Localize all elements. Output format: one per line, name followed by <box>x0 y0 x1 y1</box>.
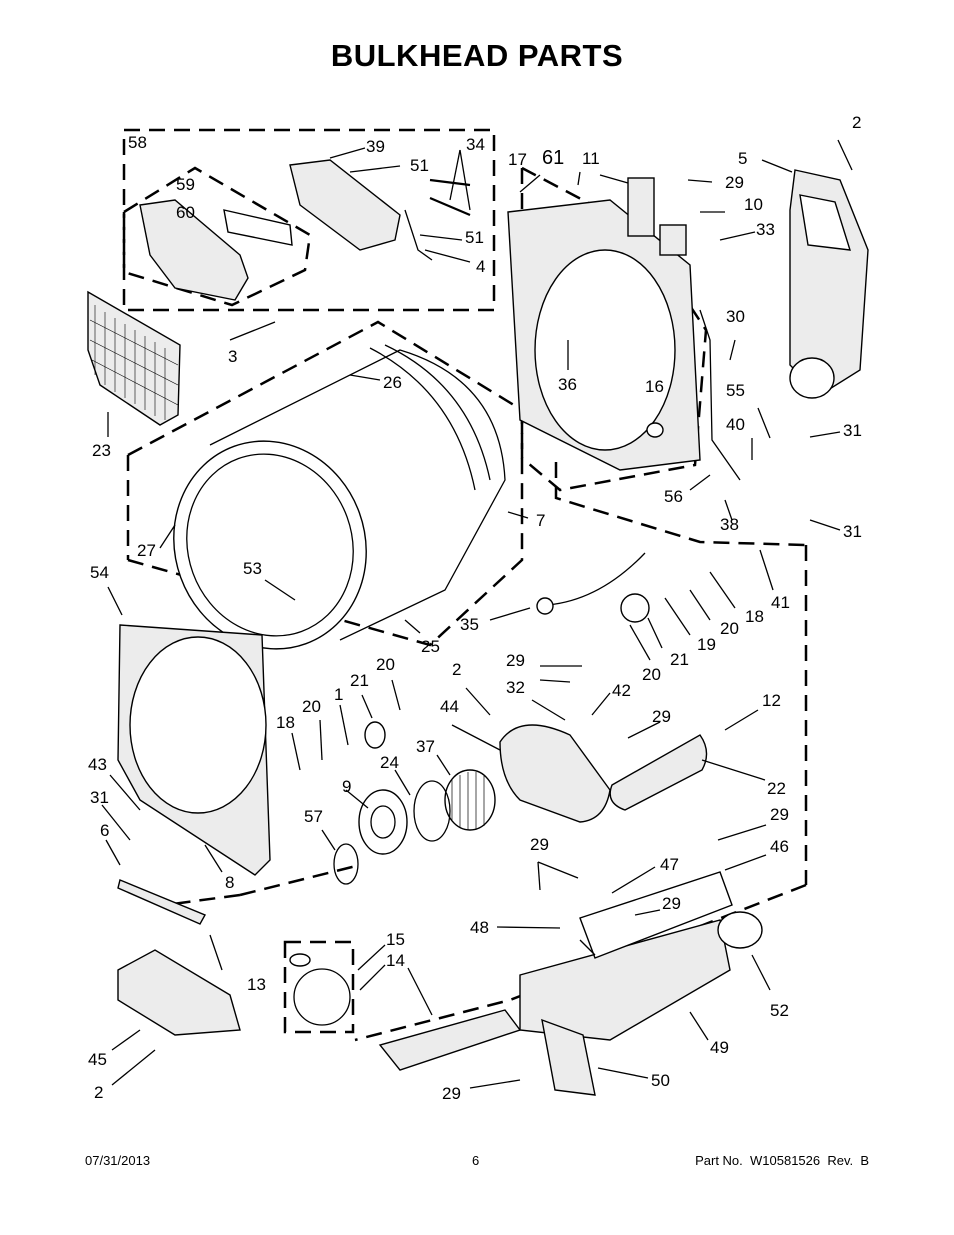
page-title: BULKHEAD PARTS <box>330 38 624 73</box>
callout-2: 2 <box>94 1083 103 1102</box>
callout-37: 37 <box>416 737 435 756</box>
callout-48: 48 <box>470 918 489 937</box>
callout-29: 29 <box>442 1084 461 1103</box>
callout-19: 19 <box>697 635 716 654</box>
callout-26: 26 <box>383 373 402 392</box>
callout-2: 2 <box>452 660 461 679</box>
callout-54: 54 <box>90 563 109 582</box>
callout-49: 49 <box>710 1038 729 1057</box>
callout-20: 20 <box>720 619 739 638</box>
callout-29: 29 <box>652 707 671 726</box>
callout-50: 50 <box>651 1071 670 1090</box>
callout-22: 22 <box>767 779 786 798</box>
part-outlines <box>87 159 869 1096</box>
leader-lines <box>101 139 853 1089</box>
callout-47: 47 <box>660 855 679 874</box>
callout-12: 12 <box>762 691 781 710</box>
callout-14: 14 <box>386 951 405 970</box>
callout-39: 39 <box>366 137 385 156</box>
callout-29: 29 <box>725 173 744 192</box>
callout-29: 29 <box>770 805 789 824</box>
footer-date: 07/31/2013 <box>85 1153 151 1168</box>
callout-61: 61 <box>542 147 564 169</box>
callout-4: 4 <box>476 257 485 276</box>
callout-16: 16 <box>645 377 664 396</box>
callout-52: 52 <box>770 1001 789 1020</box>
callout-53: 53 <box>243 559 262 578</box>
callout-10: 10 <box>744 195 763 214</box>
callout-51: 51 <box>465 228 484 247</box>
callout-25: 25 <box>421 637 440 656</box>
callout-20: 20 <box>302 697 321 716</box>
callout-3: 3 <box>228 347 237 366</box>
callout-58: 58 <box>128 133 147 152</box>
callout-18: 18 <box>276 713 295 732</box>
callout-56: 56 <box>664 487 683 506</box>
callout-21: 21 <box>670 650 689 669</box>
callout-13: 13 <box>247 975 266 994</box>
callout-33: 33 <box>756 220 775 239</box>
callout-15: 15 <box>386 930 405 949</box>
callout-36: 36 <box>558 375 577 394</box>
callout-38: 38 <box>720 515 739 534</box>
callout-51: 51 <box>410 156 429 175</box>
callout-29: 29 <box>662 894 681 913</box>
callout-46: 46 <box>770 837 789 856</box>
callout-1: 1 <box>334 685 343 704</box>
callout-55: 55 <box>726 381 745 400</box>
callout-44: 44 <box>440 697 459 716</box>
callout-27: 27 <box>137 541 156 560</box>
callout-34: 34 <box>466 135 485 154</box>
callout-31: 31 <box>843 522 862 541</box>
callout-43: 43 <box>88 755 107 774</box>
callout-17: 17 <box>508 150 527 169</box>
callout-30: 30 <box>726 307 745 326</box>
callout-21: 21 <box>350 671 369 690</box>
callout-2: 2 <box>852 113 861 132</box>
callout-8: 8 <box>225 873 234 892</box>
callout-5: 5 <box>738 149 747 168</box>
callout-18: 18 <box>745 607 764 626</box>
callout-9: 9 <box>342 777 351 796</box>
callout-23: 23 <box>92 441 111 460</box>
callout-20: 20 <box>376 655 395 674</box>
callout-35: 35 <box>460 615 479 634</box>
callout-11: 11 <box>582 149 600 168</box>
callout-29: 29 <box>506 651 525 670</box>
callout-60: 60 <box>176 203 195 222</box>
callout-24: 24 <box>380 753 399 772</box>
callout-31: 31 <box>843 421 862 440</box>
callout-57: 57 <box>304 807 323 826</box>
callout-42: 42 <box>612 681 631 700</box>
callout-20: 20 <box>642 665 661 684</box>
callout-29: 29 <box>530 835 549 854</box>
footer-part-number: Part No. W10581526 Rev. B <box>695 1153 869 1168</box>
callout-7: 7 <box>536 511 545 530</box>
callout-32: 32 <box>506 678 525 697</box>
callout-31: 31 <box>90 788 109 807</box>
callout-40: 40 <box>726 415 745 434</box>
callout-59: 59 <box>176 175 195 194</box>
footer-page-number: 6 <box>472 1153 480 1168</box>
callout-6: 6 <box>100 821 109 840</box>
callout-45: 45 <box>88 1050 107 1069</box>
callout-labels: 58 39 34 51 59 60 51 4 3 17 61 11 29 5 2… <box>88 113 862 1103</box>
callout-41: 41 <box>771 593 790 612</box>
